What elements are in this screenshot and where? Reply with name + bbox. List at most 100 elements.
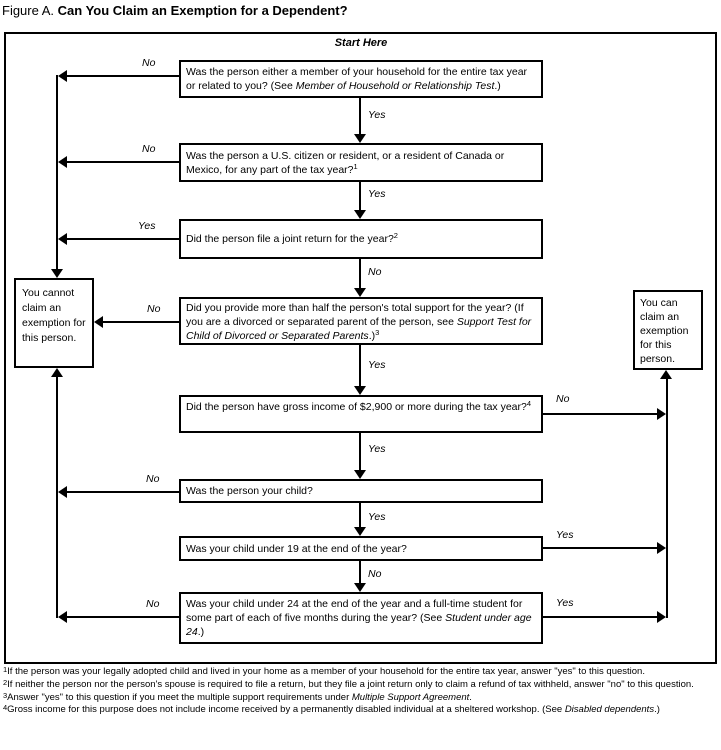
figure-title-prefix: Figure A.: [2, 3, 58, 18]
footnote-text: If neither the person nor the person's s…: [7, 678, 694, 690]
edge-label-q2-yes: Yes: [368, 188, 386, 200]
edge-label-q7-yes: Yes: [556, 529, 574, 541]
footnote-suffix: .): [654, 704, 660, 716]
edge-label-q3-yes: Yes: [138, 220, 156, 232]
line-q8-yes: [543, 616, 657, 618]
connector-q5-q6: [359, 433, 361, 470]
question-text: Was your child under 19 at the end of th…: [186, 543, 407, 555]
arrowhead-left-q2: [58, 156, 67, 168]
footnote-italic-ref: Multiple Support Agreement: [351, 691, 470, 703]
arrowhead-up-cannot: [51, 368, 63, 377]
flowchart-border: [4, 32, 717, 664]
question-suffix: .): [368, 330, 376, 342]
footnote-ref: 2: [393, 231, 398, 240]
edge-label-q7-no: No: [368, 568, 382, 580]
line-q6-no: [67, 491, 179, 493]
footnote-number: 3: [3, 690, 8, 700]
footnote-text: If the person was your legally adopted c…: [7, 666, 645, 677]
question-under-19: Was your child under 19 at the end of th…: [179, 536, 543, 561]
start-here-label: Start Here: [334, 37, 388, 49]
line-q4-no: [103, 321, 179, 323]
footnote-number: 1: [3, 665, 8, 674]
arrowhead-right-q5: [657, 408, 666, 420]
footnote-suffix: .: [469, 691, 472, 703]
line-q7-yes: [543, 547, 657, 549]
question-text: Did the person file a joint return for t…: [186, 233, 394, 245]
footnote-ref: 4: [526, 399, 532, 408]
edge-label-q5-no: No: [556, 393, 570, 405]
edge-label-q1-yes: Yes: [368, 109, 386, 121]
line-q5-no: [543, 413, 657, 415]
question-italic-ref: Member of Household or Relationship Test: [295, 80, 495, 92]
result-cannot-claim: You cannot claim an exemption for this p…: [14, 278, 94, 368]
left-rail-bottom: [56, 377, 58, 618]
footnote-italic-ref: Disabled dependents: [564, 704, 655, 716]
edge-label-q6-yes: Yes: [368, 511, 386, 523]
arrowhead-left-q6: [58, 486, 67, 498]
footnote-1: 1If the person was your legally adopted …: [3, 666, 719, 679]
line-q3-yes: [67, 238, 179, 240]
edge-label-q4-no: No: [147, 303, 161, 315]
question-support: Did you provide more than half the perso…: [179, 297, 543, 345]
arrowhead-left-q8: [58, 611, 67, 623]
question-text: Did you provide more than half the perso…: [186, 302, 524, 328]
connector-q2-q3: [359, 182, 361, 210]
footnote-3: 3Answer "yes" to this question if you me…: [3, 690, 719, 705]
line-q1-no: [67, 75, 179, 77]
arrowhead-down-q6: [354, 470, 366, 479]
question-gross-income: Did the person have gross income of $2,9…: [179, 395, 543, 433]
footnote-ref: 3: [375, 328, 380, 337]
question-under-24-student: Was your child under 24 at the end of th…: [179, 592, 543, 644]
arrowhead-down-q3: [354, 210, 366, 219]
question-italic-ref: Student under age 24: [186, 612, 532, 638]
footnote-text: Gross income for this purpose does not i…: [7, 704, 565, 716]
arrowhead-left-q3: [58, 233, 67, 245]
connector-q4-q5: [359, 345, 361, 386]
question-text: Did the person have gross income of $2,9…: [186, 401, 527, 413]
question-suffix: .): [197, 626, 205, 638]
edge-label-q4-yes: Yes: [368, 359, 386, 371]
footnote-4: 4Gross income for this purpose does not …: [3, 704, 719, 717]
connector-q6-q7: [359, 503, 361, 527]
question-joint-return: Did the person file a joint return for t…: [179, 219, 543, 259]
footnote-2: 2If neither the person nor the person's …: [3, 679, 719, 692]
question-suffix: .): [494, 80, 501, 92]
question-text: Was the person your child?: [186, 485, 313, 497]
question-italic-ref: Support Test for Child of Divorced or Se…: [186, 316, 532, 342]
question-text: Was the person a U.S. citizen or residen…: [186, 150, 505, 176]
arrowhead-up-can: [660, 370, 672, 379]
footnotes: 1If the person was your legally adopted …: [3, 666, 719, 717]
edge-label-q2-no: No: [142, 143, 156, 155]
arrowhead-down-cannot: [51, 269, 63, 278]
connector-q3-q4: [359, 259, 361, 288]
result-can-claim: You can claim an exemption for this pers…: [633, 290, 703, 370]
arrowhead-right-q8: [657, 611, 666, 623]
arrowhead-down-q2: [354, 134, 366, 143]
question-text: Was the person either a member of your h…: [186, 66, 528, 92]
question-text: Was your child under 24 at the end of th…: [186, 598, 523, 624]
question-household-member: Was the person either a member of your h…: [179, 60, 543, 98]
arrowhead-down-q7: [354, 527, 366, 536]
edge-label-q5-yes: Yes: [368, 443, 386, 455]
arrowhead-down-q4: [354, 288, 366, 297]
edge-label-q3-no: No: [368, 266, 382, 278]
edge-label-q1-no: No: [142, 57, 156, 69]
arrowhead-left-q4: [94, 316, 103, 328]
edge-label-q6-no: No: [146, 473, 160, 485]
figure-title: Figure A. Can You Claim an Exemption for…: [2, 3, 348, 18]
arrowhead-left-q1: [58, 70, 67, 82]
footnote-text: Answer "yes" to this question if you mee…: [7, 691, 352, 703]
arrowhead-down-q5: [354, 386, 366, 395]
figure-title-main: Can You Claim an Exemption for a Depende…: [57, 3, 348, 18]
arrowhead-right-q7: [657, 542, 666, 554]
footnote-ref: 1: [353, 162, 358, 171]
left-rail-top: [56, 75, 58, 269]
edge-label-q8-yes: Yes: [556, 597, 574, 609]
question-your-child: Was the person your child?: [179, 479, 543, 503]
footnote-number: 2: [3, 677, 8, 687]
connector-q1-q2: [359, 98, 361, 134]
line-q2-no: [67, 161, 179, 163]
connector-q7-q8: [359, 561, 361, 583]
footnote-number: 4: [3, 703, 8, 713]
